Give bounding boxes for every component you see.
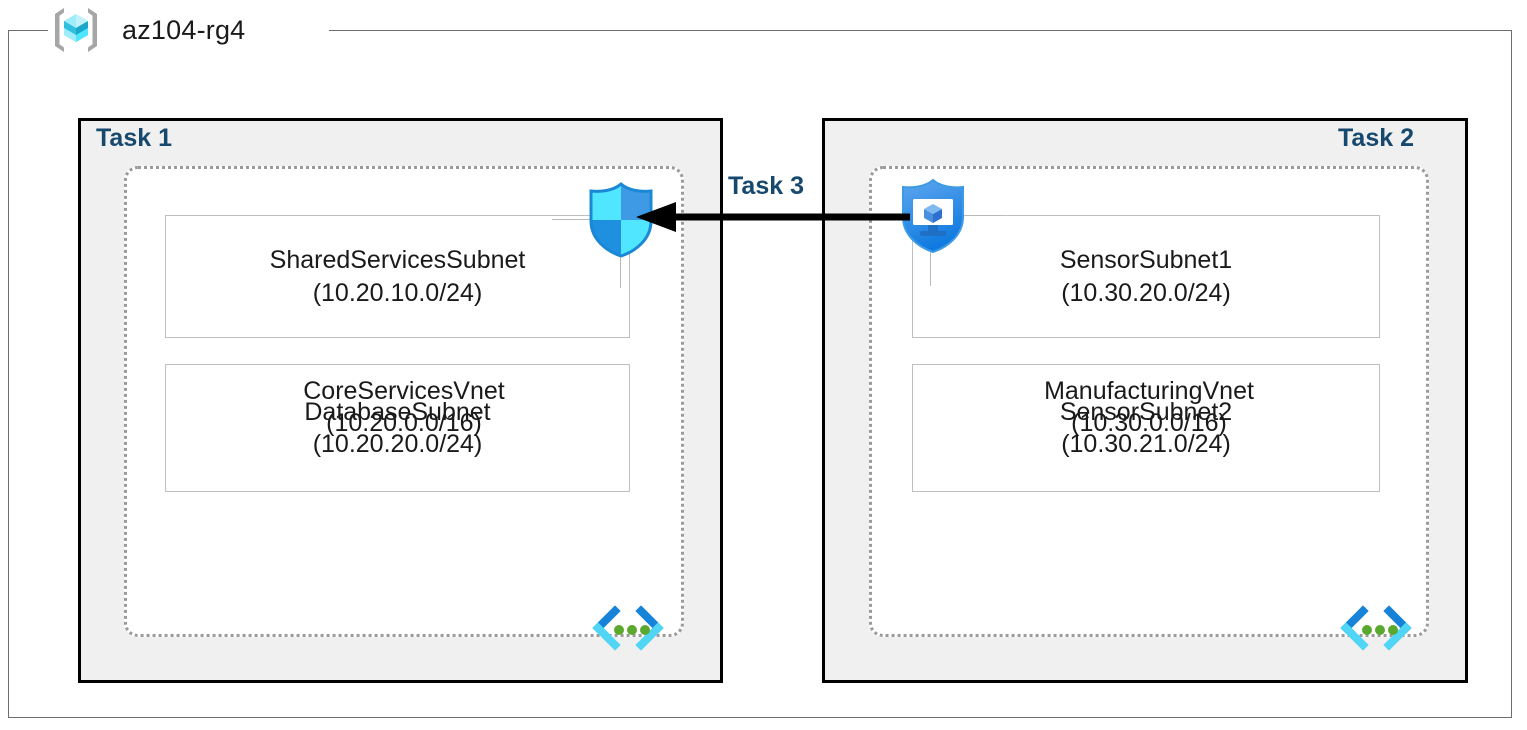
frame-edge-left	[8, 30, 9, 718]
vnet-core-services-label: CoreServicesVnet (10.20.0.0/16)	[124, 375, 684, 439]
virtual-network-icon	[1340, 605, 1412, 657]
virtual-network-icon	[592, 605, 664, 657]
azure-resource-group-cube-icon	[48, 2, 104, 58]
subnet-sensor-2: SensorSubnet2 (10.30.21.0/24)	[912, 364, 1380, 492]
subnet-shared-services: SharedServicesSubnet (10.20.10.0/24)	[165, 215, 630, 338]
frame-edge-top-left	[8, 30, 48, 31]
subnet-database: DatabaseSubnet (10.20.20.0/24)	[165, 364, 630, 492]
resource-group-header: az104-rg4	[48, 1, 245, 59]
frame-edge-right	[1511, 30, 1512, 718]
network-security-group-shield-icon	[586, 181, 656, 259]
subnet-name: SharedServicesSubnet	[269, 246, 526, 274]
task-3-label: Task 3	[728, 172, 804, 200]
subnet-name: SensorSubnet1	[1059, 246, 1233, 274]
vnet-name-text: ManufacturingVnet	[1044, 377, 1254, 405]
network-security-group-monitor-shield-icon	[898, 177, 968, 255]
vnet-manufacturing-label: ManufacturingVnet (10.30.0.0/16)	[869, 375, 1429, 439]
task-1-label: Task 1	[96, 124, 172, 152]
connector-line	[960, 215, 1002, 216]
resource-group-title: az104-rg4	[122, 14, 246, 45]
subnet-cidr: (10.30.20.0/24)	[1061, 278, 1231, 307]
task-2-label: Task 2	[1338, 124, 1414, 152]
subnet-cidr: (10.20.20.0/24)	[312, 430, 483, 458]
subnet-cidr: (10.20.10.0/24)	[312, 278, 483, 307]
peering-arrow-left-icon	[630, 202, 910, 232]
vnet-cidr-text: (10.20.0.0/16)	[326, 409, 482, 437]
vnet-cidr-text: (10.30.0.0/16)	[1071, 409, 1227, 437]
resource-group-frame: az104-rg4	[8, 8, 1512, 718]
subnet-name: DatabaseSubnet	[304, 397, 491, 426]
subnet-name: SensorSubnet2	[1059, 397, 1233, 426]
connector-line	[552, 219, 592, 220]
connector-line	[620, 248, 621, 288]
connector-line	[930, 244, 931, 286]
subnet-sensor-1: SensorSubnet1 (10.30.20.0/24)	[912, 215, 1380, 338]
frame-edge-bottom	[8, 717, 1512, 718]
frame-edge-top-right	[329, 30, 1512, 31]
vnet-name-text: CoreServicesVnet	[303, 377, 505, 405]
subnet-cidr: (10.30.21.0/24)	[1061, 430, 1231, 458]
